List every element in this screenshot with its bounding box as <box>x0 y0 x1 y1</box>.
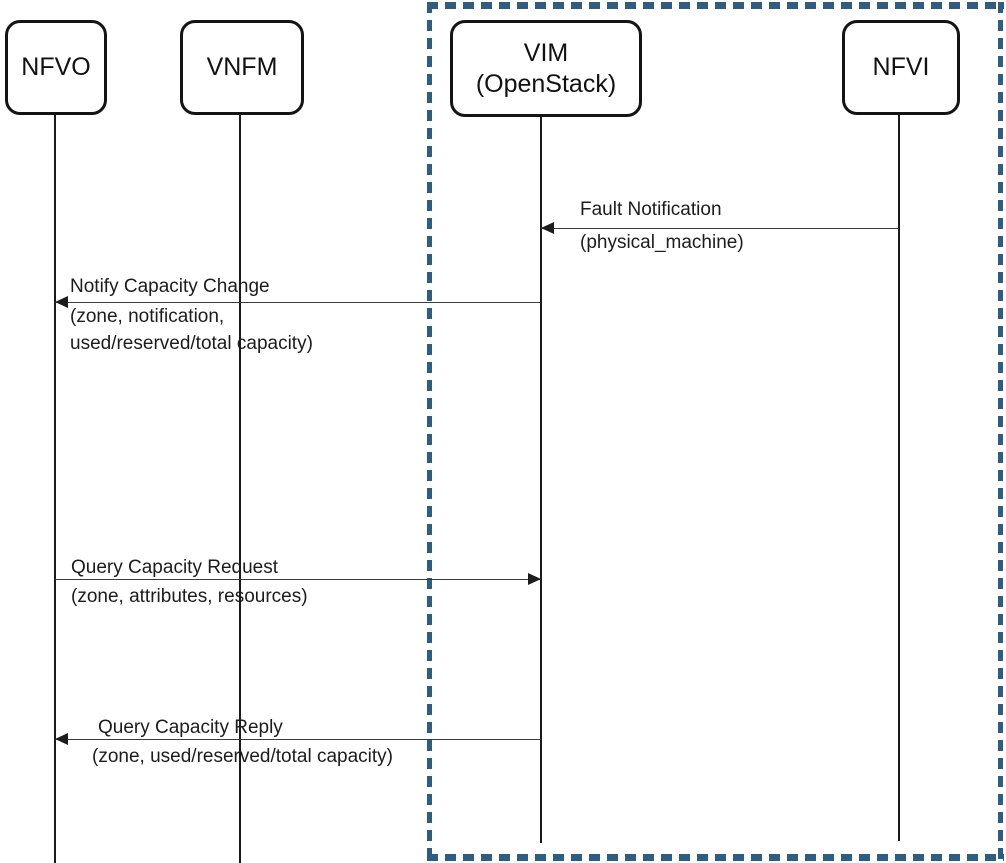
message-query-capacity-request-arrowhead <box>528 573 541 585</box>
message-notify-capacity-change-params-line2: used/reserved/total capacity) <box>70 333 313 354</box>
lifeline-vnfm <box>239 115 241 863</box>
boundary-top-edge <box>427 2 1004 9</box>
message-query-capacity-reply-arrowhead <box>55 733 68 745</box>
actor-vnfm-label: VNFM <box>206 53 278 81</box>
message-fault-notification-title: Fault Notification <box>580 199 722 220</box>
message-fault-notification-arrowhead <box>541 222 554 234</box>
actor-vim-sublabel: (OpenStack) <box>475 69 617 98</box>
lifeline-nfvi <box>898 115 900 841</box>
actor-nfvo-label: NFVO <box>21 53 91 81</box>
message-query-capacity-reply-line <box>55 739 541 740</box>
message-notify-capacity-change-title: Notify Capacity Change <box>70 276 270 297</box>
message-notify-capacity-change-params-line1: (zone, notification, <box>70 306 225 327</box>
actor-vim: VIM (OpenStack) <box>450 20 642 117</box>
message-query-capacity-request-title: Query Capacity Request <box>71 557 278 578</box>
actor-vim-label: VIM <box>523 38 569 67</box>
boundary-right-edge <box>998 2 1003 860</box>
lifeline-vim <box>540 117 542 843</box>
lifeline-nfvo <box>54 115 56 863</box>
actor-vnfm: VNFM <box>180 20 304 115</box>
message-fault-notification-line <box>541 228 899 229</box>
message-query-capacity-request-params: (zone, attributes, resources) <box>71 586 308 607</box>
actor-nfvi: NFVI <box>842 20 960 115</box>
actor-nfvi-label: NFVI <box>872 53 930 81</box>
message-notify-capacity-change-line <box>55 302 541 303</box>
boundary-left-edge <box>427 2 432 860</box>
boundary-bottom-edge <box>427 854 1004 861</box>
message-query-capacity-reply-params: (zone, used/reserved/total capacity) <box>92 746 393 767</box>
message-query-capacity-reply-title: Query Capacity Reply <box>98 717 283 738</box>
actor-nfvo: NFVO <box>5 20 107 115</box>
message-notify-capacity-change-arrowhead <box>55 296 68 308</box>
message-fault-notification-params: (physical_machine) <box>580 232 744 253</box>
message-query-capacity-request-line <box>55 579 541 580</box>
